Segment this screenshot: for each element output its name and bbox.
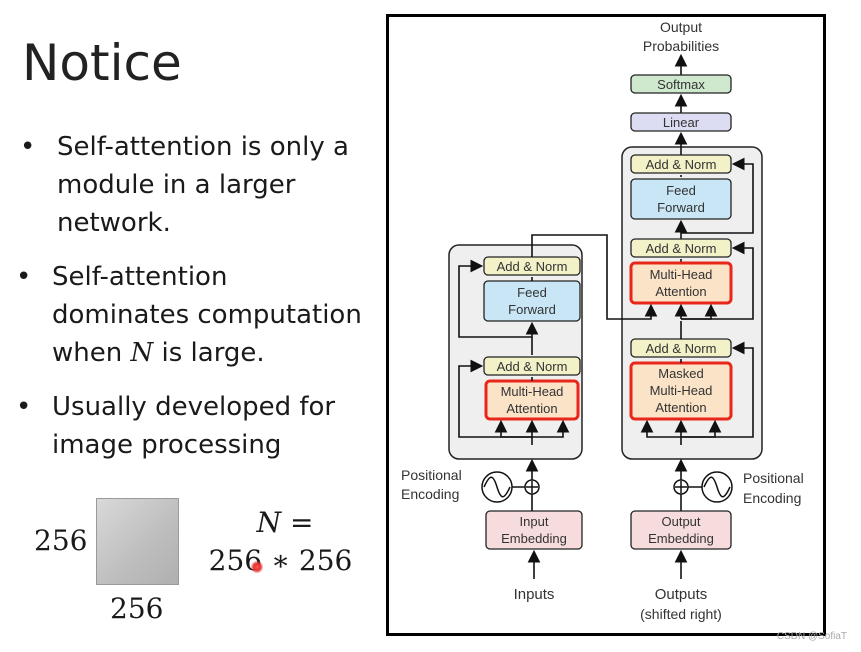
softmax-box <box>630 74 732 94</box>
decoder-cross-attention-label-2: Attention <box>655 284 706 299</box>
linear-label: Linear <box>663 115 700 130</box>
decoder-add-norm-3 <box>630 154 732 174</box>
decoder-feed-forward-label-2: Forward <box>657 200 705 215</box>
slide-title: Notice <box>22 34 182 92</box>
linear-box <box>630 112 732 132</box>
inputs-label: Inputs <box>514 586 555 603</box>
square-bottom-label: 256 <box>110 592 164 625</box>
masked-label-2: Multi-Head <box>650 383 713 398</box>
decoder-feed-forward <box>630 178 732 220</box>
encoder-positional-label-2: Encoding <box>401 486 459 502</box>
decoder-add-norm-2-label: Add & Norm <box>646 241 717 256</box>
bullet-2: • Self-attention dominates computation w… <box>16 258 376 378</box>
square-side-label: 256 <box>34 524 88 557</box>
encoder-feed-forward-label-1: Feed <box>517 285 547 300</box>
bullet-glyph: • <box>16 262 32 292</box>
input-embedding-label-1: Input <box>520 514 549 529</box>
bullet-2-variable: N <box>130 338 154 368</box>
decoder-cross-attention <box>629 261 733 305</box>
decoder-add-norm-2 <box>630 238 732 258</box>
image-square <box>96 498 179 585</box>
transformer-diagram-frame: Output Probabilities Softmax Linear Add … <box>386 14 826 636</box>
output-embedding-box <box>630 510 732 550</box>
bullet-1-text: Self-attention is only a module in a lar… <box>57 132 349 238</box>
bullet-3-text: Usually developed for image processing <box>52 392 336 460</box>
bullet-2-text-tail: is large. <box>153 338 265 368</box>
decoder-positional-label-1: Positional <box>743 470 804 486</box>
laser-pointer-dot <box>251 561 263 573</box>
equation-equals: = <box>281 506 314 539</box>
encoder-attention-label-2: Attention <box>506 401 557 416</box>
outputs-label-1: Outputs <box>655 586 708 603</box>
softmax-label: Softmax <box>657 77 705 92</box>
decoder-feed-forward-label-1: Feed <box>666 183 696 198</box>
encoder-feed-forward-label-2: Forward <box>508 302 556 317</box>
bullet-glyph: • <box>20 132 36 162</box>
input-embedding-box <box>485 510 583 550</box>
outputs-label-2: (shifted right) <box>640 606 722 622</box>
masked-label-3: Attention <box>655 400 706 415</box>
decoder-positional-label-2: Encoding <box>743 490 801 506</box>
equation-line-2: 256 ∗ 256 <box>208 544 353 577</box>
encoder-add-norm-1-label: Add & Norm <box>497 359 568 374</box>
bullet-glyph: • <box>16 392 32 422</box>
bullet-2-text-main: Self-attention dominates computation whe… <box>52 262 362 368</box>
output-embedding-label-1: Output <box>661 514 700 529</box>
masked-label-1: Masked <box>658 366 704 381</box>
decoder-add-norm-1-label: Add & Norm <box>646 341 717 356</box>
output-embedding-label-2: Embedding <box>648 531 714 546</box>
bullet-3: • Usually developed for image processing <box>16 388 376 468</box>
transformer-diagram: Output Probabilities Softmax Linear Add … <box>401 19 804 622</box>
encoder-positional-label-1: Positional <box>401 467 462 483</box>
output-probabilities-label-1: Output <box>660 19 702 35</box>
input-embedding-label-2: Embedding <box>501 531 567 546</box>
encoder-add-norm-2-label: Add & Norm <box>497 259 568 274</box>
bullet-2-text: Self-attention dominates computation whe… <box>52 258 362 372</box>
decoder-cross-attention-label-1: Multi-Head <box>650 267 713 282</box>
equation-variable: N <box>256 506 282 539</box>
bullet-1: • Self-attention is only a module in a l… <box>20 128 370 248</box>
watermark: CSDN @SofiaT <box>776 631 847 642</box>
encoder-stack <box>448 244 583 460</box>
equation-line-1: N = <box>220 506 350 539</box>
encoder-attention-label-1: Multi-Head <box>501 384 564 399</box>
decoder-add-norm-3-label: Add & Norm <box>646 157 717 172</box>
output-probabilities-label-2: Probabilities <box>643 38 719 54</box>
encoder-add-norm-1 <box>483 356 581 376</box>
